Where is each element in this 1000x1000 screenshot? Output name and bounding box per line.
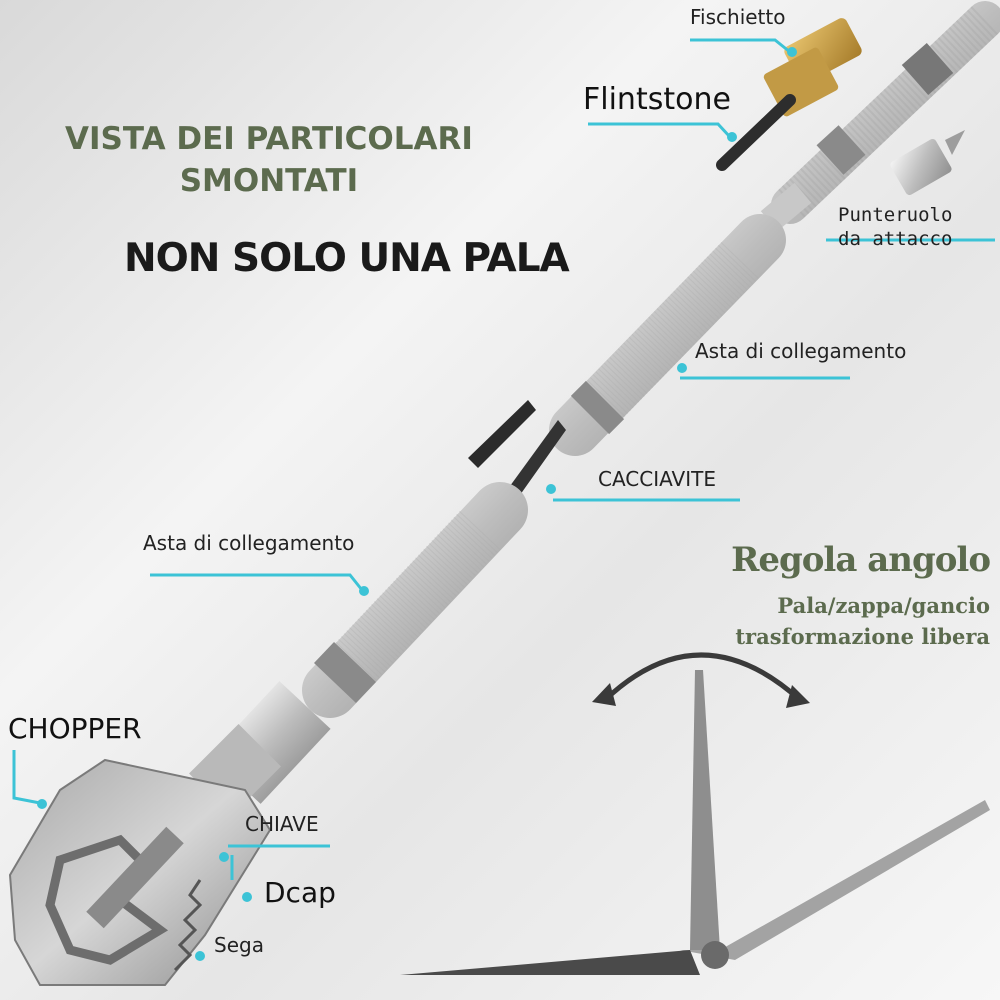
screwdriver-bits xyxy=(468,400,566,495)
upper-rod xyxy=(549,214,786,456)
angle-title: Regola angolo xyxy=(731,540,991,580)
label-punteruolo: Punteruolo da attacco xyxy=(838,203,952,251)
label-asta-lower: Asta di collegamento xyxy=(143,531,355,555)
angle-subtitle-2: trasformazione libera xyxy=(735,624,990,649)
label-chiave: CHIAVE xyxy=(245,812,319,836)
label-sega: Sega xyxy=(214,933,264,957)
shovel-blade xyxy=(8,758,272,986)
label-asta-upper: Asta di collegamento xyxy=(695,339,907,363)
label-fischietto: Fischietto xyxy=(690,5,786,29)
tagline: NON SOLO UNA PALA xyxy=(124,236,570,281)
callout-dots xyxy=(37,47,797,961)
heading-line-1: VISTA DEI PARTICOLARI xyxy=(65,121,473,157)
angle-subtitle-1: Pala/zappa/gancio xyxy=(777,593,990,618)
label-cacciavite: CACCIAVITE xyxy=(598,467,716,491)
label-punteruolo-line-1: Punteruolo xyxy=(838,204,953,226)
angle-demo xyxy=(400,652,1000,982)
whistle xyxy=(716,18,862,171)
label-punteruolo-line-2: da attacco xyxy=(838,228,953,250)
callout-lines xyxy=(12,38,995,880)
label-chopper: CHOPPER xyxy=(8,712,142,745)
lower-rod xyxy=(302,482,528,718)
label-dcap: Dcap xyxy=(264,876,336,909)
top-handle xyxy=(771,1,1000,224)
page-heading: VISTA DEI PARTICOLARI SMONTATI xyxy=(65,118,473,202)
awl-part xyxy=(890,130,965,195)
label-flintstone: Flintstone xyxy=(583,82,731,117)
heading-line-2: SMONTATI xyxy=(179,163,359,199)
